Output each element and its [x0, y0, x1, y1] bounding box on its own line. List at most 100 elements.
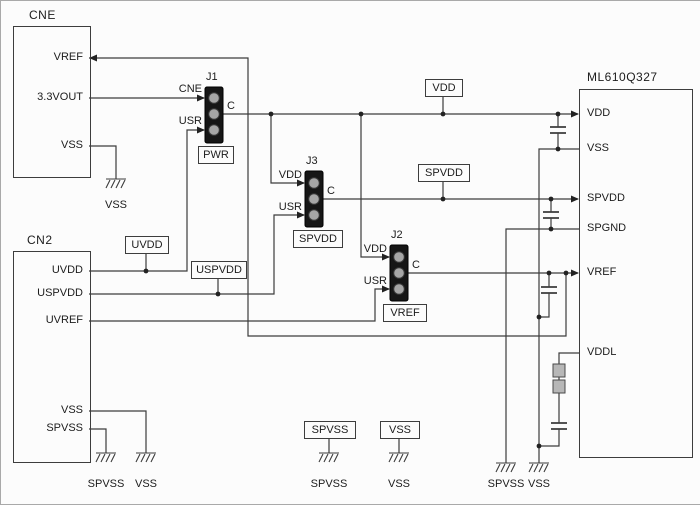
ground-icon-mid-vss [388, 452, 410, 463]
jumper-j2 [389, 244, 409, 302]
junction-dot [548, 196, 554, 202]
arrow-icon [571, 110, 579, 118]
ic-pin-vddl: VDDL [587, 346, 617, 358]
arrow-icon [197, 94, 205, 102]
junction-dot [536, 443, 542, 449]
ground-label-mid-spvss: SPVSS [310, 478, 348, 490]
netlabel-vdd: VDD [425, 79, 463, 97]
ground-icon-right-vss [528, 462, 550, 473]
cn2-pin-uvref: UVREF [45, 314, 83, 326]
ground-label-mid-vss: VSS [387, 478, 410, 490]
junction-dot [548, 226, 554, 232]
j2-common-label: C [412, 259, 420, 271]
jumper-j3 [304, 170, 324, 228]
cn2-pin-vss: VSS [60, 404, 83, 416]
jumper-j2-pin-2 [393, 267, 405, 279]
ic-box [579, 89, 693, 458]
wire-cn2-spvss-to-gnd [89, 428, 107, 453]
junction-dot [440, 196, 446, 202]
capacitor-vddl-icon [551, 422, 567, 430]
ground-label-cn2-spvss: SPVSS [87, 478, 125, 490]
j3-common-label: C [327, 185, 335, 197]
vddl-components [552, 363, 566, 394]
jumper-j3-pin-1 [308, 177, 320, 189]
cn2-pin-uspvdd: USPVDD [37, 287, 83, 299]
j2-ref: J2 [391, 229, 403, 241]
cne-pin-vss: VSS [60, 139, 83, 151]
vddl-component-2 [552, 379, 566, 394]
capacitor-spvdd-icon [543, 211, 559, 219]
jumper-j1-pin-2 [208, 108, 220, 120]
jumper-j1-pin-3 [208, 124, 220, 136]
cne-title: CNE [29, 8, 56, 22]
netlabel-spvss: SPVSS [304, 421, 356, 439]
cne-connector-box [13, 26, 91, 178]
junction-dot [268, 111, 274, 117]
j3-input-top-label: VDD [278, 169, 302, 181]
ground-label-right-vss: VSS [527, 478, 550, 490]
j1-input-top-label: CNE [178, 83, 202, 95]
arrow-icon [382, 285, 390, 293]
capacitor-vref-icon [541, 286, 557, 294]
j1-input-bottom-label: USR [178, 115, 202, 127]
cn2-pin-spvss: SPVSS [46, 422, 83, 434]
arrow-icon [571, 195, 579, 203]
cne-pin-vref: VREF [53, 51, 83, 63]
jumper-j1-pin-1 [208, 92, 220, 104]
wire-vddl [539, 352, 579, 447]
ic-pin-vss: VSS [587, 142, 610, 154]
wire-cne-vss-to-gnd [89, 145, 117, 179]
junction-dot [546, 270, 552, 276]
ic-title: ML610Q327 [587, 70, 658, 84]
jumper-j2-pin-1 [393, 251, 405, 263]
vddl-component-1 [552, 363, 566, 378]
cne-pin-3v3out: 3.3VOUT [37, 91, 83, 103]
j1-function-box: PWR [198, 146, 234, 164]
arrow-icon [197, 126, 205, 134]
wire-cn2-vss-to-gnd [89, 410, 147, 453]
j2-input-top-label: VDD [363, 243, 387, 255]
ic-pin-spvdd: SPVDD [587, 192, 625, 204]
jumper-j3-pin-3 [308, 209, 320, 221]
junction-dot [358, 111, 364, 117]
netlabel-uspvdd: USPVDD [191, 261, 247, 279]
cn2-title: CN2 [27, 233, 53, 247]
netlabel-uvdd: UVDD [125, 236, 169, 254]
wire-cap-vref [539, 273, 550, 318]
wire-uspvdd-to-j3-usr [89, 214, 304, 295]
ground-icon-mid-spvss [318, 452, 340, 463]
arrowheads [89, 54, 579, 293]
capacitors [541, 126, 567, 430]
j2-function-box: VREF [383, 304, 427, 322]
junction-dot [563, 270, 569, 276]
ground-icon-cne [105, 178, 127, 189]
j1-common-label: C [227, 100, 235, 112]
junction-dot [143, 268, 149, 274]
wire-uvdd-to-j1-usr [89, 129, 204, 272]
jumper-j1 [204, 86, 224, 144]
junction-dot [440, 111, 446, 117]
junction-dots [143, 111, 569, 449]
ground-icon-right-spvss [495, 462, 517, 473]
arrow-icon [297, 211, 305, 219]
wires [89, 57, 579, 463]
wire-vdd-to-j2 [360, 114, 389, 258]
junction-dot [536, 314, 542, 320]
jumper-j2-pin-3 [393, 283, 405, 295]
j3-input-bottom-label: USR [278, 201, 302, 213]
ground-label-cn2-vss: VSS [134, 478, 157, 490]
arrow-icon [89, 54, 97, 62]
junction-dot [215, 291, 221, 297]
ground-label-right-spvss: SPVSS [487, 478, 525, 490]
junction-dot [555, 146, 561, 152]
j3-ref: J3 [306, 155, 318, 167]
ic-pin-vref: VREF [587, 266, 617, 278]
wire-spgnd-pin [505, 228, 579, 463]
wire-vss-pin [538, 148, 579, 463]
ic-pin-spgnd: SPGND [587, 222, 627, 234]
jumper-j3-pin-2 [308, 193, 320, 205]
j1-ref: J1 [206, 71, 218, 83]
wire-vdd-to-j3 [270, 114, 304, 184]
